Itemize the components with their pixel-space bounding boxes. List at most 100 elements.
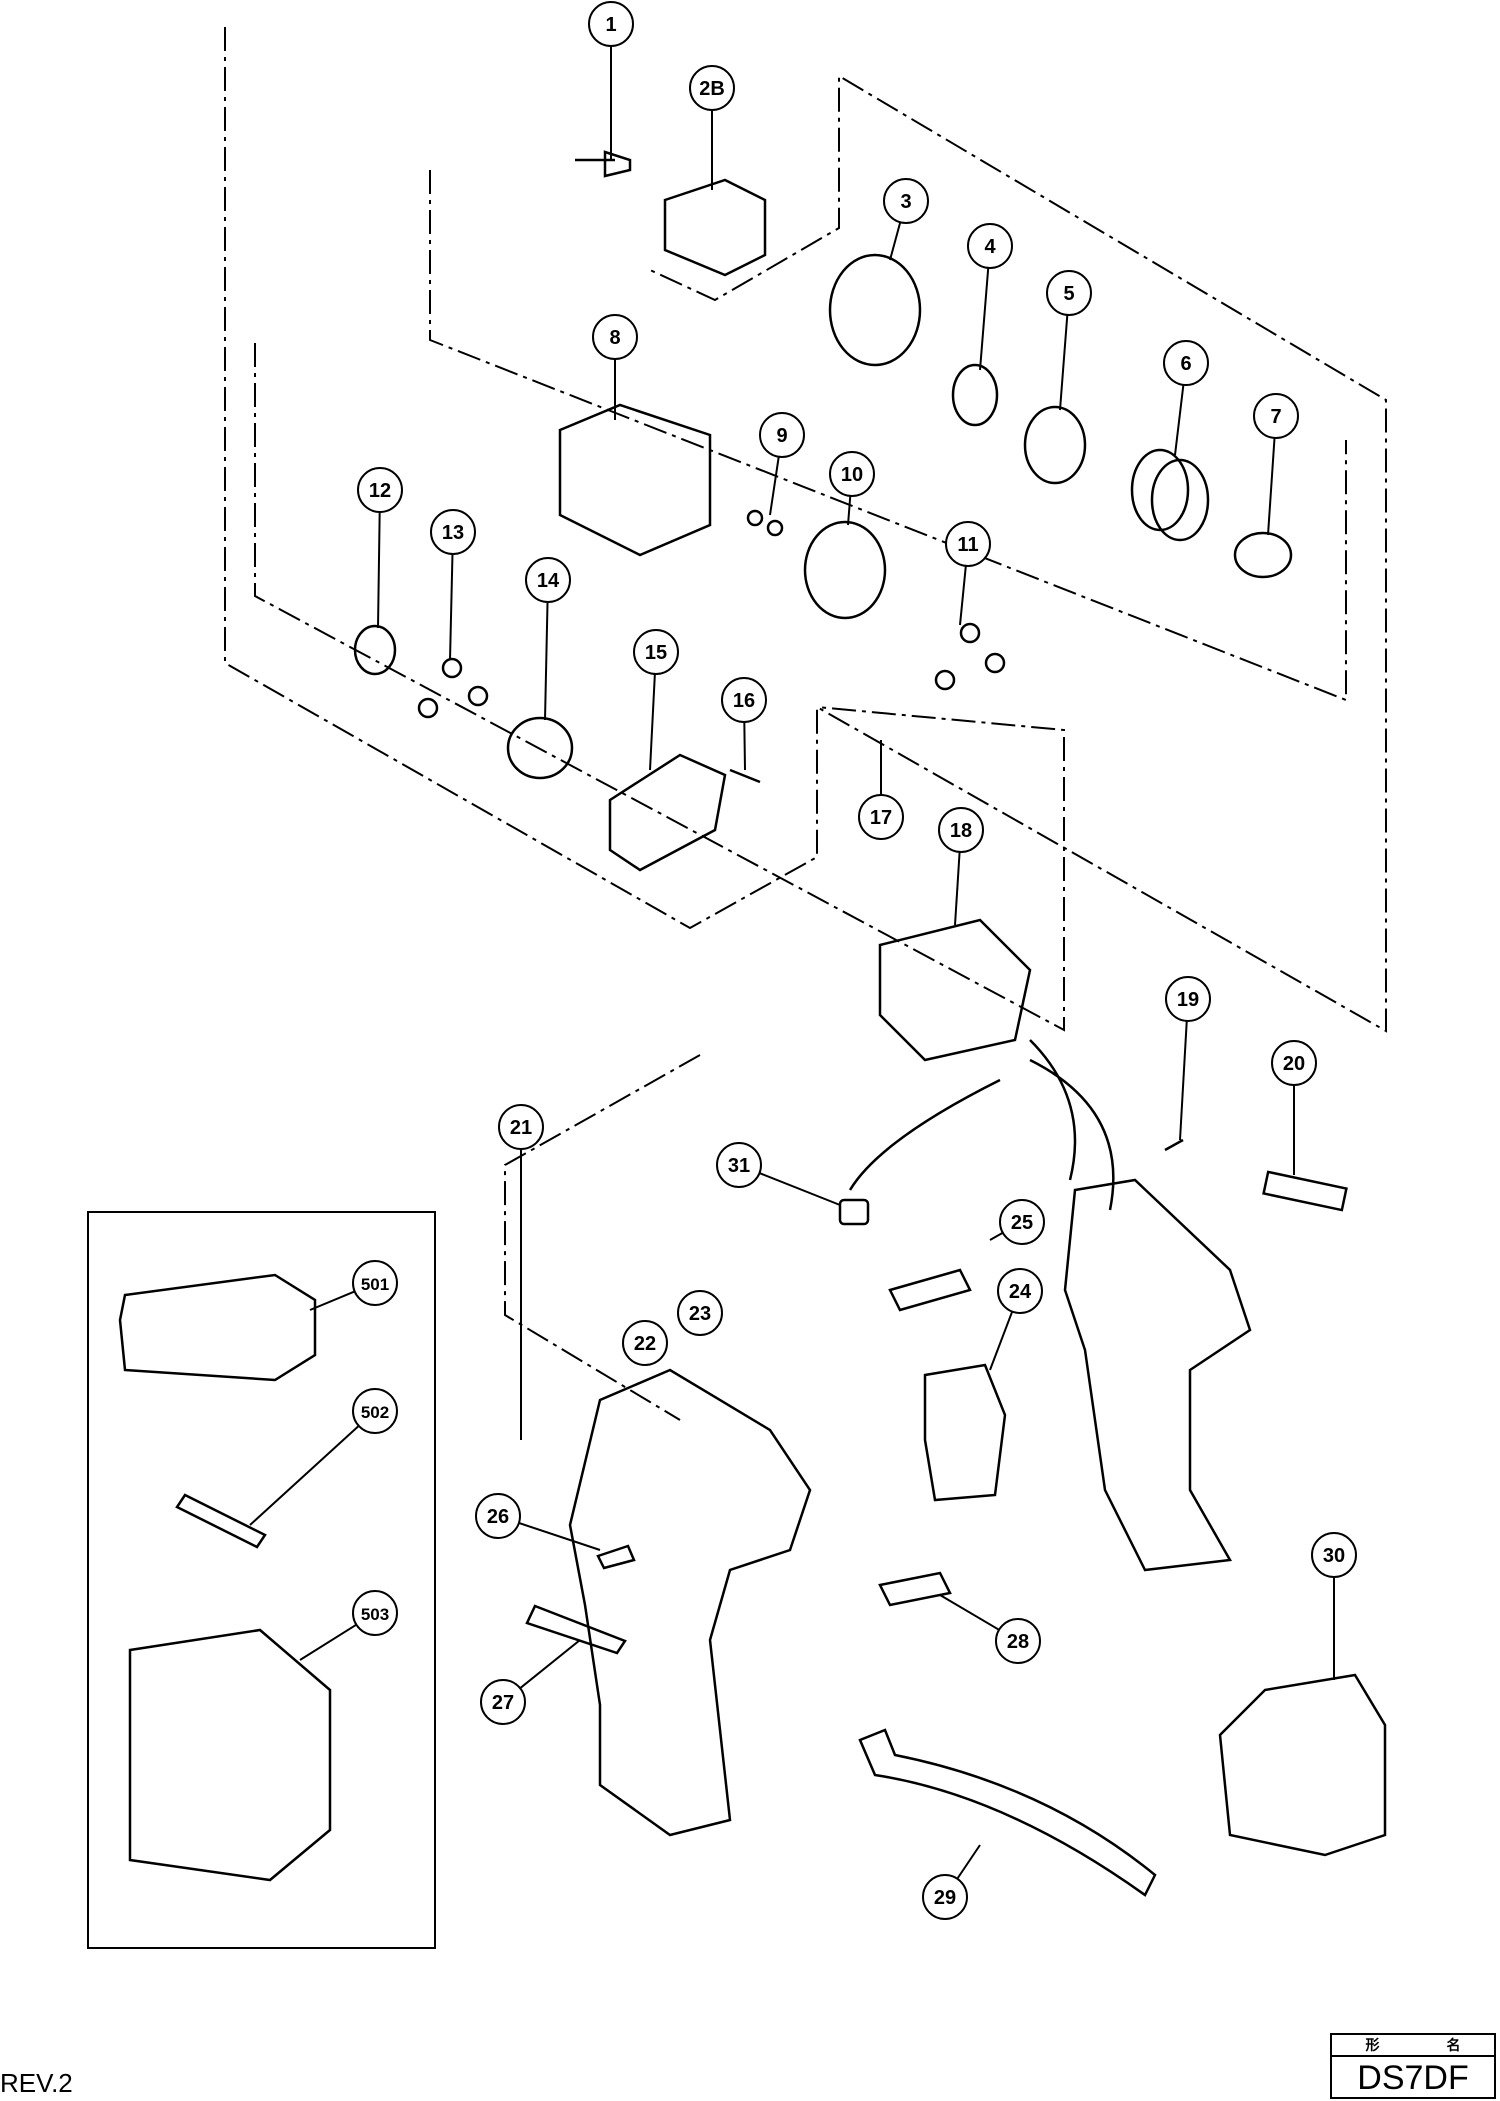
leader-line <box>1174 384 1185 456</box>
callout-circle <box>430 509 476 555</box>
callout-8: 8 <box>592 314 638 420</box>
callout-circle <box>1165 976 1211 1022</box>
housing-left <box>568 1368 812 1837</box>
accessories-box <box>87 1211 436 1949</box>
battery-part <box>1218 1673 1387 1857</box>
callout-7: 7 <box>1253 393 1299 536</box>
callout-502: 502 <box>249 1388 398 1526</box>
callout-21: 21 <box>498 1104 544 1440</box>
leader-line <box>979 267 990 371</box>
callout-circle <box>967 223 1013 269</box>
callout-circle <box>858 794 904 840</box>
model-header-right: 名 <box>1446 2037 1461 2053</box>
callout-circle <box>480 1679 526 1725</box>
switch-part <box>923 1363 1007 1502</box>
callout-circle <box>352 1260 398 1306</box>
callout-circle <box>1163 340 1209 386</box>
callout-circle <box>1253 393 1299 439</box>
callout-12: 12 <box>357 467 403 629</box>
model-box: 形名 DS7DF <box>1330 2033 1496 2099</box>
callout-label: 25 <box>1011 1212 1033 1234</box>
leader-line <box>759 1172 841 1206</box>
callout-19: 19 <box>1165 976 1211 1141</box>
callout-label: 7 <box>1270 406 1281 428</box>
callout-label: 6 <box>1180 353 1191 375</box>
callout-label: 15 <box>645 642 667 664</box>
bit-part <box>175 1493 267 1549</box>
callout-label: 11 <box>957 534 978 556</box>
callout-label: 501 <box>361 1275 389 1294</box>
leader-line <box>743 721 746 771</box>
callout-circle <box>883 178 929 224</box>
callout-circle <box>922 1874 968 1920</box>
leader-line <box>449 553 454 661</box>
leader-line <box>847 495 852 526</box>
callout-circle <box>622 1320 668 1366</box>
plate-part <box>608 753 727 872</box>
gear-case-ring <box>828 253 922 367</box>
callout-26: 26 <box>475 1493 601 1551</box>
leader-line <box>1059 314 1069 411</box>
callout-circle <box>938 807 984 853</box>
callout-circle <box>999 1199 1045 1245</box>
callout-label: 22 <box>634 1333 656 1355</box>
callout-circle <box>498 1104 544 1150</box>
chuck-part <box>663 178 767 277</box>
callout-18: 18 <box>938 807 984 926</box>
callout-22: 22 <box>622 1320 668 1366</box>
callout-label: 2B <box>699 78 725 100</box>
callout-5: 5 <box>1046 270 1092 411</box>
leader-line <box>299 1623 357 1661</box>
callout-label: 23 <box>689 1303 711 1325</box>
callout-circle <box>829 451 875 497</box>
leader-line <box>959 565 967 626</box>
callout-1: 1 <box>588 1 634 160</box>
callout-14: 14 <box>525 557 571 721</box>
callout-circle <box>352 1590 398 1636</box>
callout-label: 16 <box>733 690 755 712</box>
callout-label: 26 <box>487 1506 509 1528</box>
callout-circle <box>1271 1040 1317 1086</box>
callout-label: 20 <box>1283 1053 1305 1075</box>
callout-circle <box>997 1268 1043 1314</box>
leader-line <box>519 1639 581 1689</box>
callout-501: 501 <box>309 1260 398 1311</box>
leader-line <box>249 1425 360 1526</box>
callout-circle <box>689 65 735 111</box>
callout-10: 10 <box>829 451 875 526</box>
callout-24: 24 <box>989 1268 1043 1371</box>
leader-line <box>889 221 902 261</box>
callout-circle <box>995 1618 1041 1664</box>
leader-line <box>518 1522 601 1551</box>
callout-30: 30 <box>1311 1532 1357 1680</box>
callout-9: 9 <box>759 412 805 516</box>
parts <box>118 150 1387 1897</box>
callout-circle <box>716 1142 762 1188</box>
leader-line <box>1267 437 1276 536</box>
callout-circle <box>759 412 805 458</box>
callout-circle <box>525 557 571 603</box>
callout-circle <box>633 629 679 675</box>
leader-line <box>956 1844 981 1880</box>
callout-label: 12 <box>369 480 391 502</box>
leader-line <box>309 1290 356 1311</box>
callout-circle <box>1311 1532 1357 1578</box>
callout-label: 503 <box>361 1605 389 1624</box>
callout-label: 8 <box>609 327 620 349</box>
callout-label: 30 <box>1323 1545 1345 1567</box>
motor-part <box>878 918 1032 1062</box>
leader-line <box>989 1231 1004 1241</box>
screw-part <box>575 150 632 178</box>
callout-label: 3 <box>900 191 911 213</box>
callout-29: 29 <box>922 1844 981 1920</box>
callout-label: 1 <box>605 14 616 36</box>
callout-16: 16 <box>721 677 767 771</box>
revision-label: REV.2 <box>0 2068 73 2098</box>
callout-label: 18 <box>950 820 972 842</box>
strap-part <box>858 1728 1157 1897</box>
leader-line <box>769 456 780 516</box>
leader-line <box>1179 1020 1188 1141</box>
callout-label: 9 <box>776 425 787 447</box>
callout-3: 3 <box>883 178 929 261</box>
callout-label: 27 <box>492 1692 514 1714</box>
